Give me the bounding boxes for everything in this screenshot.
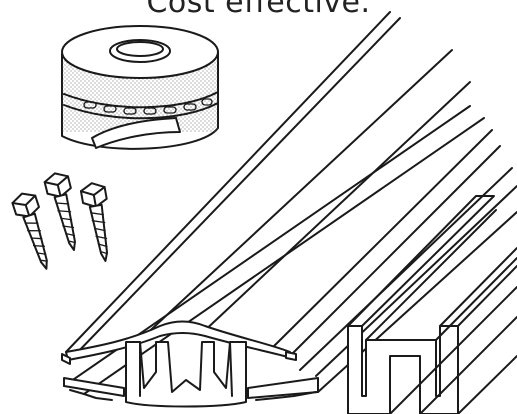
u-channel-profile-icon <box>347 195 517 414</box>
headline-text: Cost effective. <box>146 0 371 20</box>
glazing-bar-profile-icon <box>61 11 517 408</box>
screws-icon <box>11 172 109 270</box>
tape-roll-icon <box>61 25 219 150</box>
